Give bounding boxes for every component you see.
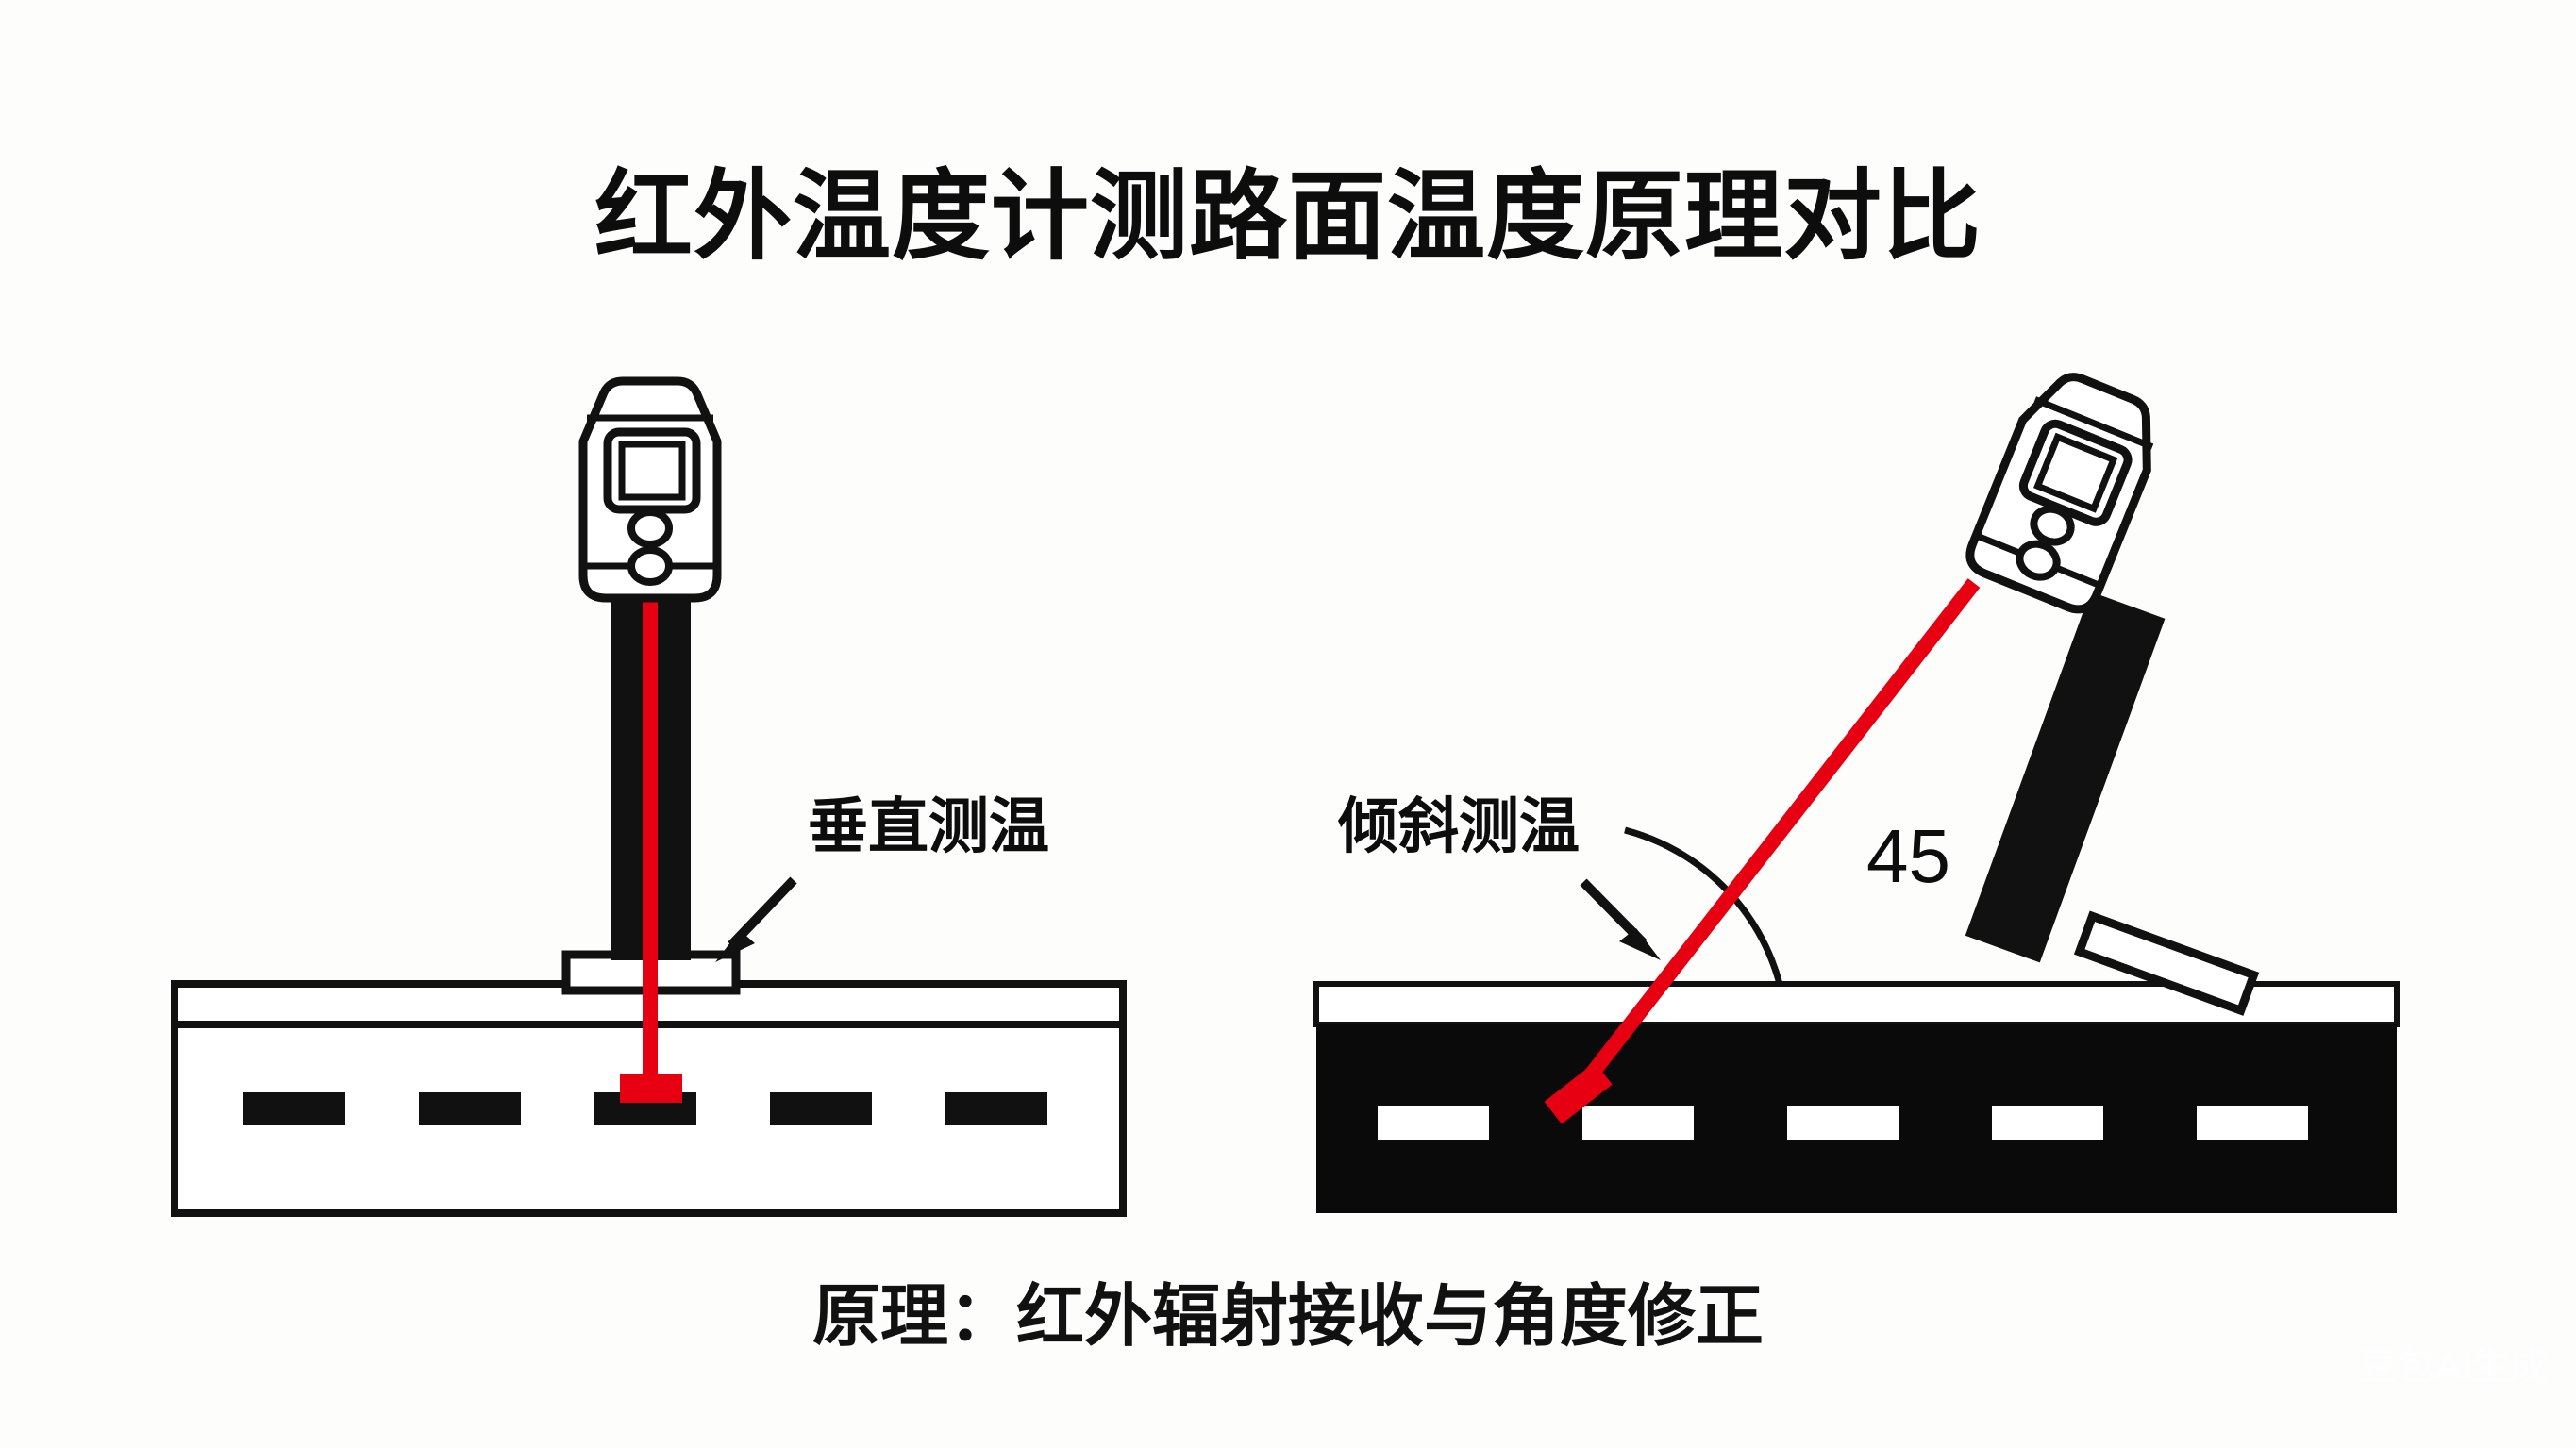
thermometer-device-left [578, 376, 722, 603]
label-vertical-measurement: 垂直测温 [808, 792, 1049, 860]
device-base-plate-right [2073, 910, 2260, 1016]
lane-dash [243, 1092, 345, 1125]
device-screen-right [2033, 432, 2118, 513]
laser-spot-marker-right-group [1544, 1062, 1613, 1124]
watermark-label: 豆包AI生成 [2359, 1346, 2548, 1388]
device-pole-right-group [1965, 591, 2166, 963]
lane-dash [1787, 1106, 1899, 1140]
footer-caption: 原理：红外辐射接收与角度修正 [812, 1279, 1764, 1355]
laser-beam-right [1569, 578, 1981, 1099]
panel-tilted-measurement: 45 [1313, 373, 2400, 1213]
arrow-head-left [715, 930, 755, 962]
lane-dash [1582, 1106, 1694, 1140]
device-screen-left [618, 441, 686, 501]
thermometer-device-right [1965, 373, 2154, 614]
laser-spot-marker-right [1544, 1062, 1613, 1124]
panel-vertical-measurement: 垂直测温 [171, 376, 1127, 1217]
lane-dash [945, 1092, 1047, 1125]
device-button-upper-right[interactable] [2029, 504, 2076, 548]
label-tilted-measurement: 倾斜测温 [1337, 792, 1580, 860]
lane-dash [1992, 1106, 2103, 1140]
angle-value-label: 45 [1866, 814, 1950, 898]
road-lane-markings [1378, 1106, 2308, 1140]
lane-dash [2197, 1106, 2308, 1140]
road-asphalt [1313, 981, 2400, 1213]
arrow-pointing-down-left [715, 876, 797, 962]
device-button-upper-left[interactable] [627, 508, 673, 548]
lane-dash [770, 1092, 872, 1125]
device-button-lower-right[interactable] [2015, 539, 2062, 583]
lane-dash [1378, 1106, 1489, 1140]
device-button-lower-left[interactable] [627, 546, 673, 586]
angle-arc [1624, 826, 1783, 985]
arrow-pointing-down-right [1580, 878, 1661, 960]
lane-dash [419, 1092, 521, 1125]
laser-spot-marker-left [620, 1074, 682, 1103]
arrow-head-right [1619, 928, 1661, 960]
device-bevel-line-right [2033, 396, 2154, 450]
angle-indicator-45: 45 [1624, 814, 1950, 985]
page-title: 红外温度计测路面温度原理对比 [594, 162, 1982, 272]
road-lane-markings [243, 1092, 1047, 1125]
device-pole-right [1965, 591, 2166, 963]
base-plate-shape-right [2073, 910, 2260, 1016]
